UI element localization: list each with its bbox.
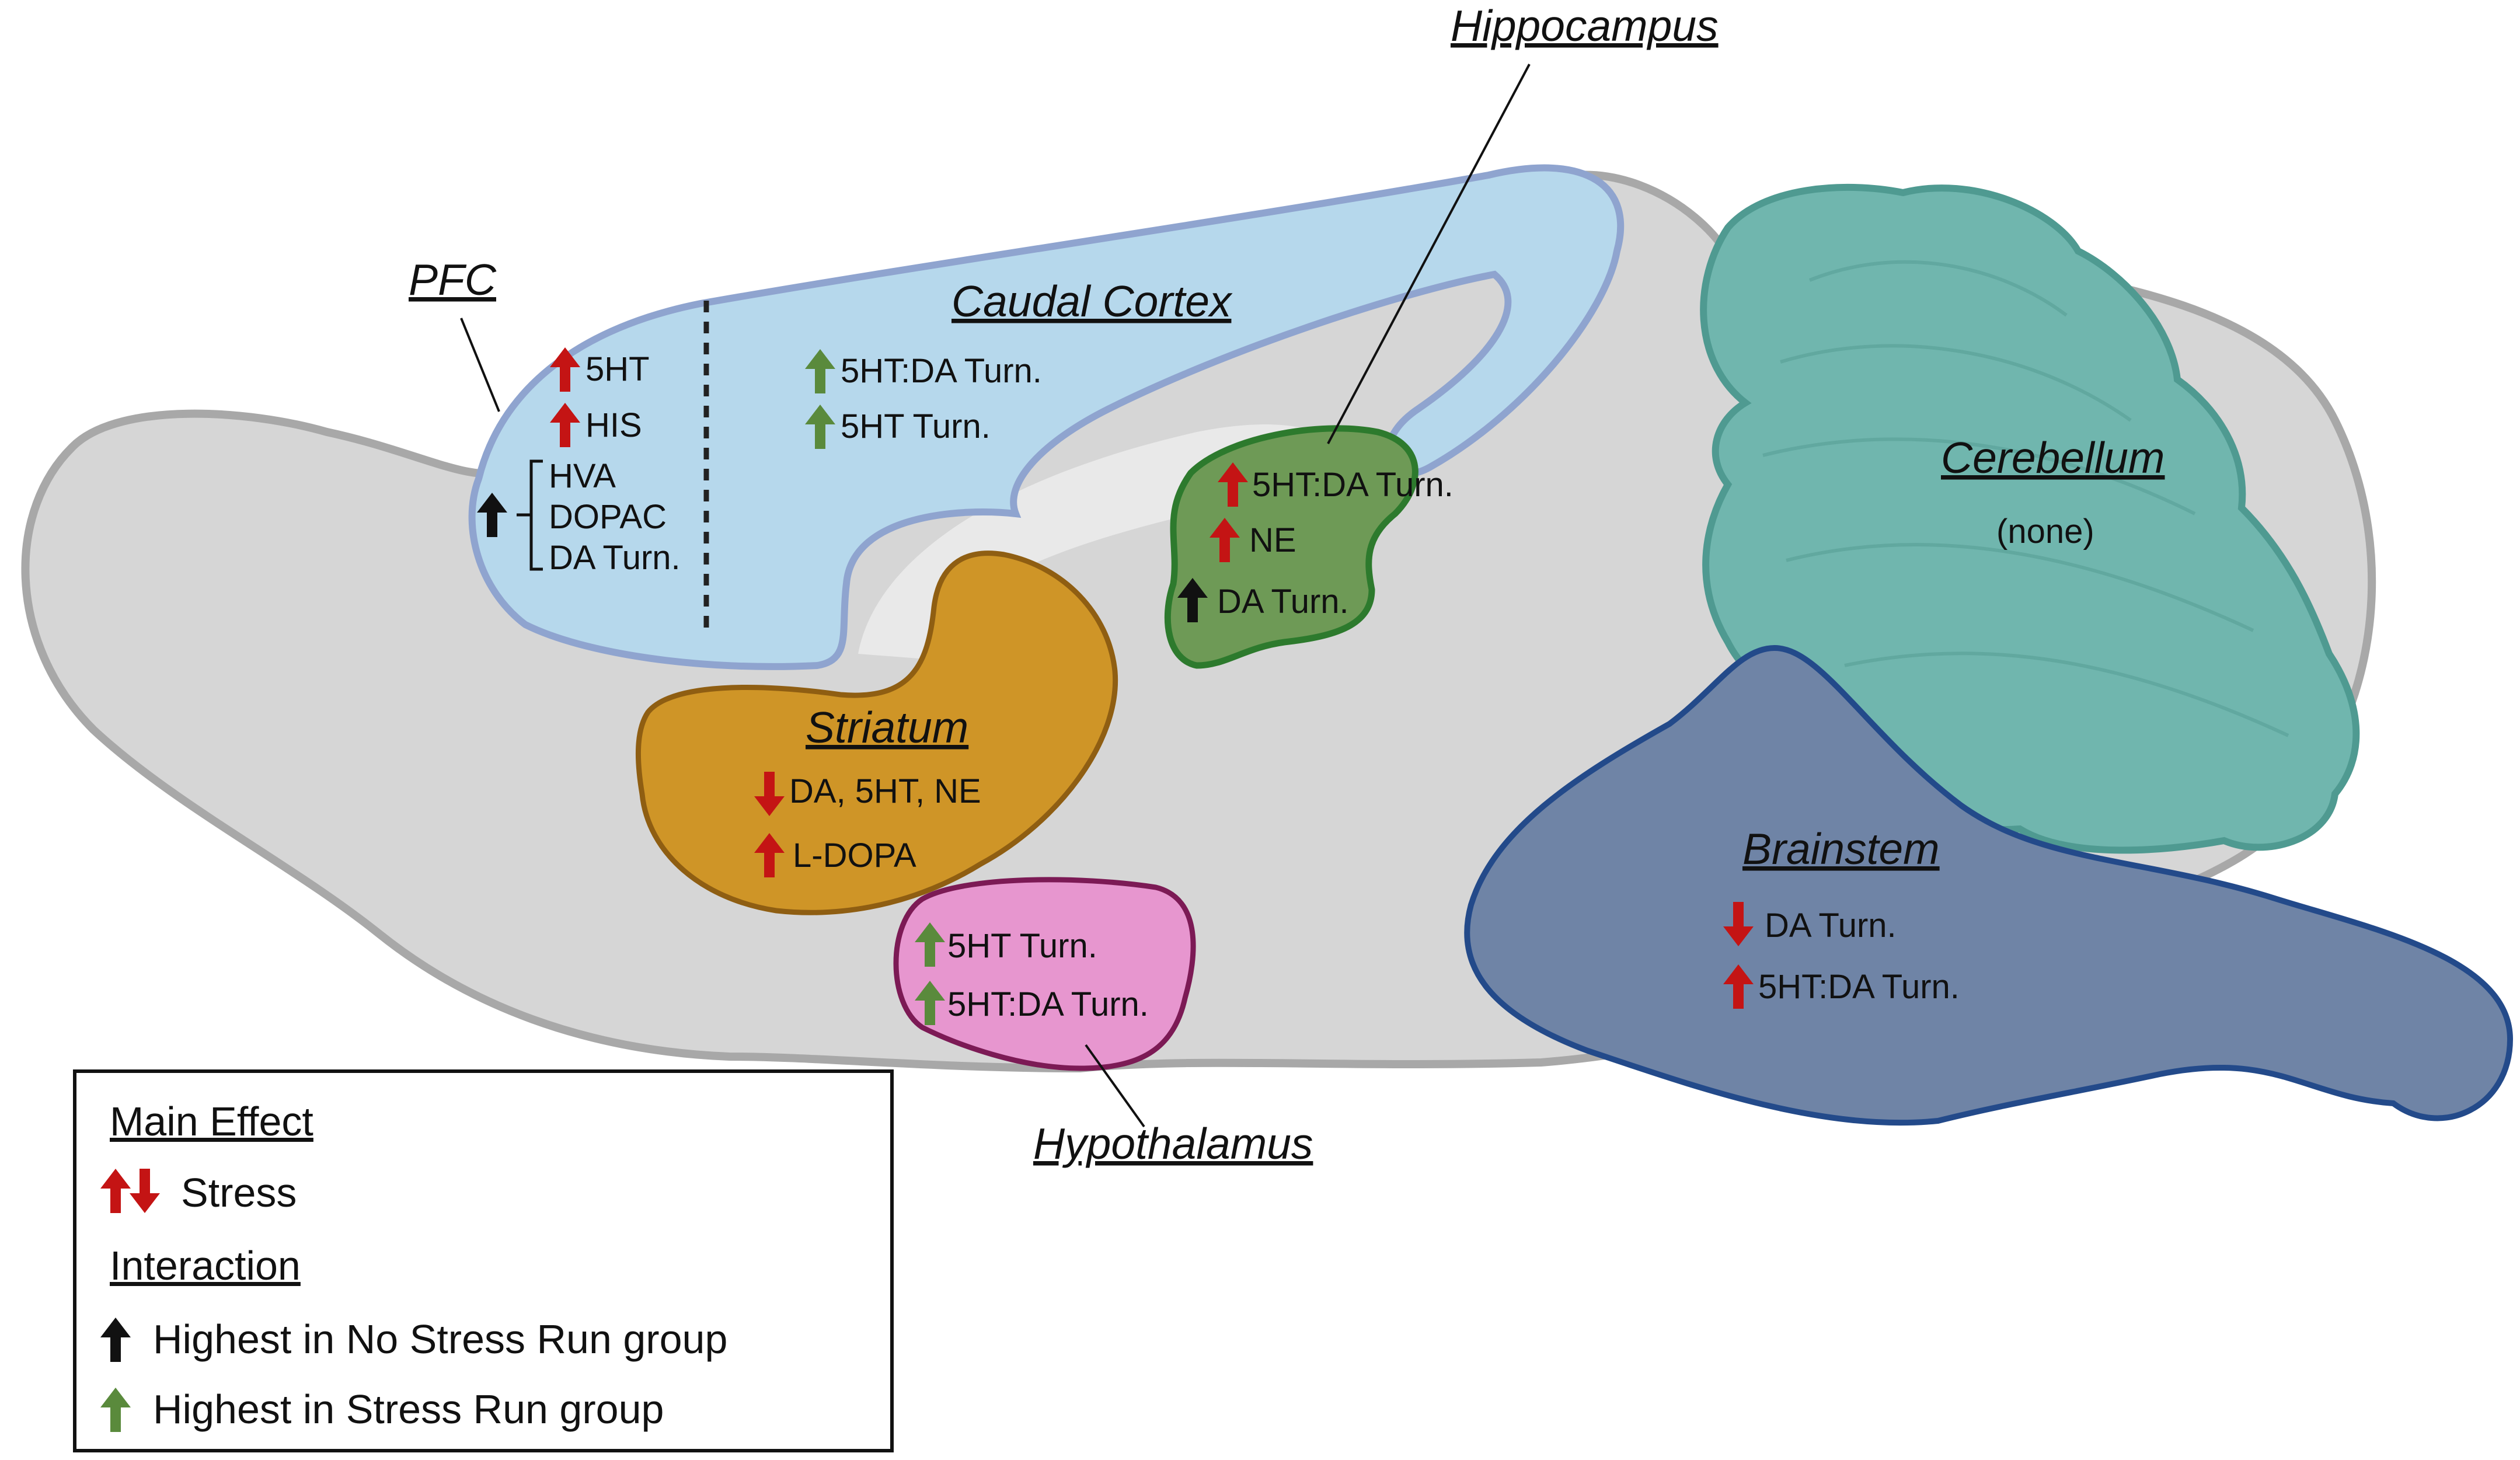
caudal-cortex-item-5ht-turn: 5HT Turn. — [841, 407, 991, 445]
pfc-bracket-item-dopac: DOPAC — [549, 498, 667, 536]
legend-stress-label: Stress — [181, 1170, 297, 1215]
hippocampus-title: Hippocampus — [1451, 1, 1719, 50]
striatum-title: Striatum — [806, 703, 968, 752]
legend-stress-run-label: Highest in Stress Run group — [153, 1386, 664, 1432]
legend-main-effect-title: Main Effect — [110, 1099, 313, 1144]
pfc-leader-line — [460, 318, 500, 412]
pfc-title: PFC — [409, 255, 497, 304]
pfc-item-his: HIS — [585, 406, 642, 444]
hippocampus-leader-line — [1327, 64, 1531, 444]
hypothalamus-item-5ht-turn: 5HT Turn. — [947, 927, 1097, 965]
legend-interaction-title: Interaction — [110, 1243, 301, 1288]
striatum-item-da-5ht-ne: DA, 5HT, NE — [789, 772, 981, 810]
pfc-bracket-item-hva: HVA — [549, 457, 616, 495]
hypothalamus-title: Hypothalamus — [1033, 1119, 1313, 1168]
legend: Main Effect Stress Interaction Highest i… — [73, 1069, 894, 1452]
cerebellum-region — [1700, 183, 2360, 854]
striatum-item-l-dopa: L-DOPA — [793, 837, 916, 874]
legend-no-stress-run-label: Highest in No Stress Run group — [153, 1316, 727, 1362]
hippocampus-item-ne: NE — [1249, 521, 1296, 559]
hypothalamus-leader-line — [1085, 1044, 1145, 1128]
hypothalamus-item-5ht-da-turn: 5HT:DA Turn. — [947, 985, 1149, 1023]
brainstem-title: Brainstem — [1742, 824, 1940, 873]
caudal-cortex-title: Caudal Cortex — [951, 277, 1233, 326]
pfc-bracket-item-da-turn: DA Turn. — [549, 539, 681, 577]
legend-box — [73, 1069, 894, 1452]
cerebellum-folds — [1762, 260, 2289, 737]
hippocampus-item-da-turn: DA Turn. — [1217, 583, 1349, 621]
hippocampus-item-5ht-da-turn: 5HT:DA Turn. — [1252, 466, 1454, 504]
striatum-region — [635, 550, 1118, 915]
brainstem-item-5ht-da-turn: 5HT:DA Turn. — [1758, 968, 1960, 1006]
cerebellum-title: Cerebellum — [1941, 433, 2165, 482]
brainstem-item-da-turn: DA Turn. — [1765, 907, 1897, 945]
caudal-cortex-item-5ht-da-turn: 5HT:DA Turn. — [841, 352, 1042, 390]
cerebellum-none-note: (none) — [1996, 513, 2094, 550]
brainstem-region — [1464, 644, 2514, 1126]
cortex-region — [468, 164, 1625, 670]
pfc-item-5ht: 5HT — [585, 350, 650, 388]
pfc-bracket — [517, 459, 543, 571]
hypothalamus-region — [893, 877, 1196, 1071]
